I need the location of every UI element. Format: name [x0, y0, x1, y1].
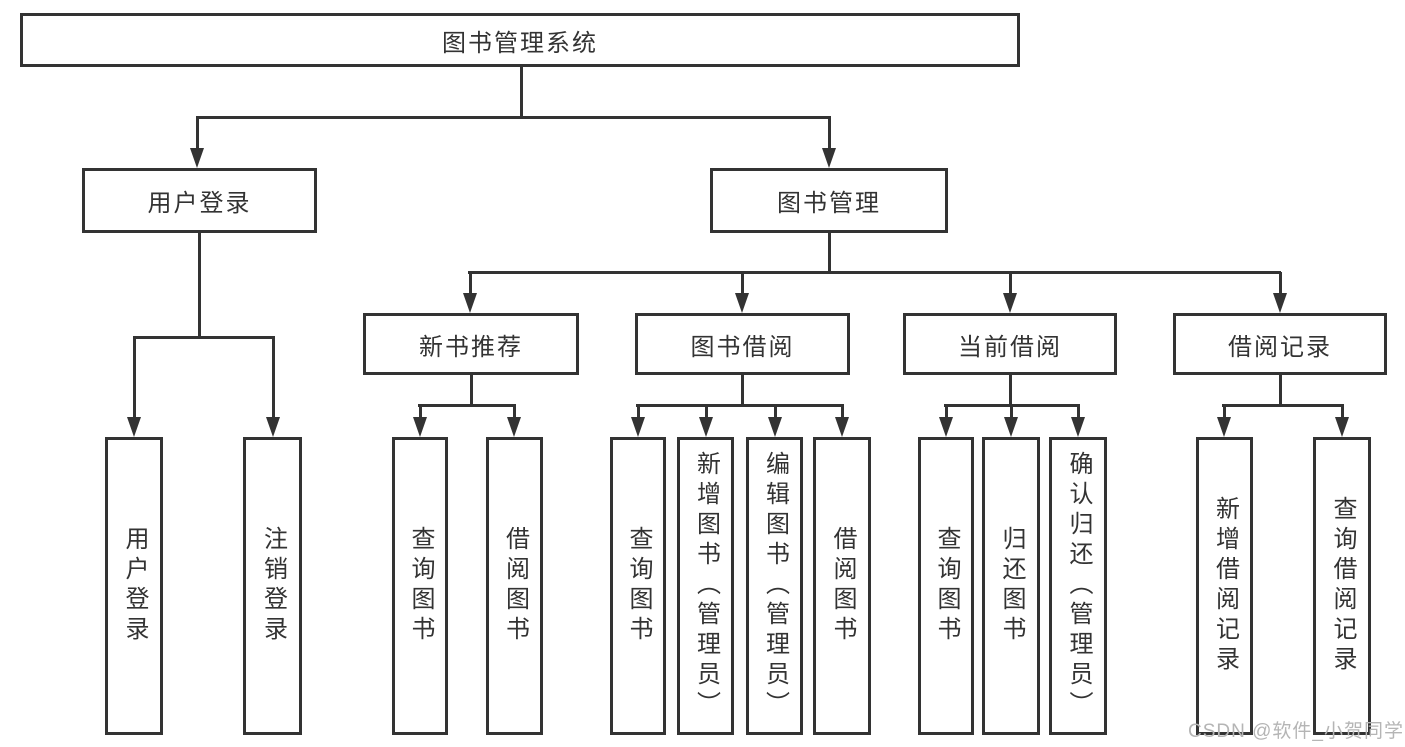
- arrow-down-icon: [1217, 417, 1231, 437]
- connector-line: [469, 272, 472, 293]
- connector-line: [945, 405, 948, 417]
- connector-line: [1341, 405, 1344, 417]
- leaf-logout: 注销登录: [243, 437, 302, 735]
- connector-line: [133, 336, 275, 339]
- arrow-down-icon: [835, 417, 849, 437]
- connector-line: [419, 405, 422, 417]
- leaf-query-books-2: 查询图书: [610, 437, 666, 735]
- arrow-down-icon: [1004, 417, 1018, 437]
- leaf-borrow-books-2: 借阅图书: [813, 437, 871, 735]
- connector-line: [841, 405, 844, 417]
- connector-line: [133, 337, 136, 417]
- connector-line: [198, 233, 201, 337]
- node-book-management: 图书管理: [710, 168, 948, 233]
- connector-line: [468, 271, 1281, 274]
- connector-line: [1010, 405, 1013, 417]
- node-current-borrow: 当前借阅: [903, 313, 1117, 375]
- arrow-down-icon: [127, 417, 141, 437]
- connector-line: [520, 67, 523, 117]
- arrow-down-icon: [735, 293, 749, 313]
- connector-line: [636, 404, 844, 407]
- connector-line: [1009, 272, 1012, 293]
- arrow-down-icon: [1003, 293, 1017, 313]
- watermark: CSDN @软件_小贺同学: [1188, 721, 1404, 742]
- connector-line: [470, 375, 473, 405]
- leaf-query-books-1: 查询图书: [392, 437, 448, 735]
- arrow-down-icon: [1071, 417, 1085, 437]
- arrow-down-icon: [699, 417, 713, 437]
- connector-line: [272, 337, 275, 417]
- arrow-down-icon: [266, 417, 280, 437]
- leaf-confirm-return-admin: 确认归还（管理员）: [1049, 437, 1107, 735]
- arrow-down-icon: [822, 148, 836, 168]
- node-user-login: 用户登录: [82, 168, 317, 233]
- connector-line: [513, 405, 516, 417]
- node-book-borrow: 图书借阅: [635, 313, 850, 375]
- connector-line: [418, 404, 516, 407]
- connector-line: [1222, 404, 1344, 407]
- connector-line: [1279, 375, 1282, 405]
- leaf-return-books: 归还图书: [982, 437, 1040, 735]
- leaf-add-book-admin: 新增图书（管理员）: [677, 437, 734, 735]
- leaf-add-borrow-record: 新增借阅记录: [1196, 437, 1253, 735]
- arrow-down-icon: [1335, 417, 1349, 437]
- connector-line: [637, 405, 640, 417]
- leaf-user-login: 用户登录: [105, 437, 163, 735]
- node-borrow-records: 借阅记录: [1173, 313, 1387, 375]
- connector-line: [828, 117, 831, 148]
- connector-line: [741, 272, 744, 293]
- arrow-down-icon: [939, 417, 953, 437]
- arrow-down-icon: [507, 417, 521, 437]
- node-new-book-recommend: 新书推荐: [363, 313, 579, 375]
- connector-line: [196, 117, 199, 148]
- connector-line: [1009, 375, 1012, 405]
- arrow-down-icon: [631, 417, 645, 437]
- connector-line: [1077, 405, 1080, 417]
- connector-line: [741, 375, 744, 405]
- connector-line: [1279, 272, 1282, 293]
- leaf-edit-book-admin: 编辑图书（管理员）: [746, 437, 803, 735]
- arrow-down-icon: [768, 417, 782, 437]
- connector-line: [828, 233, 831, 272]
- arrow-down-icon: [1273, 293, 1287, 313]
- connector-line: [196, 116, 831, 119]
- leaf-query-borrow-record: 查询借阅记录: [1313, 437, 1371, 735]
- connector-line: [705, 405, 708, 417]
- connector-line: [774, 405, 777, 417]
- node-root: 图书管理系统: [20, 13, 1020, 67]
- connector-line: [1223, 405, 1226, 417]
- arrow-down-icon: [463, 293, 477, 313]
- arrow-down-icon: [190, 148, 204, 168]
- leaf-query-books-3: 查询图书: [918, 437, 974, 735]
- arrow-down-icon: [413, 417, 427, 437]
- leaf-borrow-books-1: 借阅图书: [486, 437, 543, 735]
